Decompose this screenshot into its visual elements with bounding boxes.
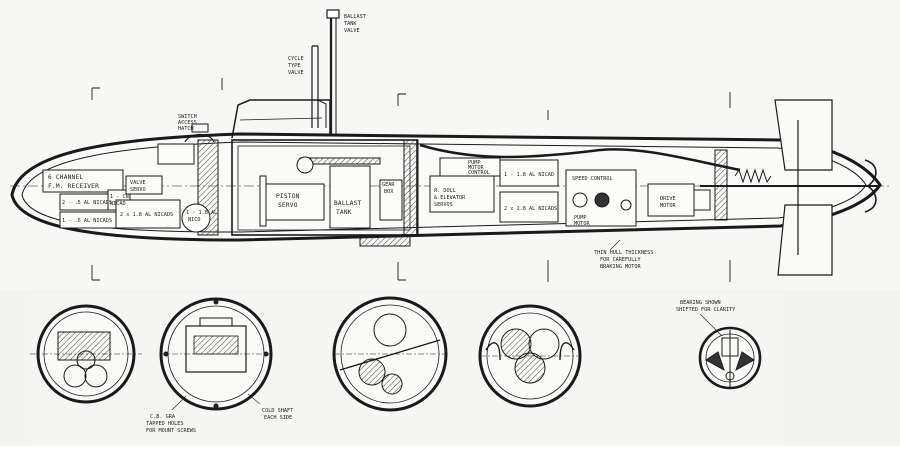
label-bearing-1: BEARING SHOWN xyxy=(680,300,721,306)
label-ballast-valve-2: TANK xyxy=(344,21,357,27)
label-pump-ctrl-1: PUMP xyxy=(468,160,481,166)
label-piston-servo-1: PISTON xyxy=(276,193,300,200)
label-switch-2: ACCESS xyxy=(178,120,197,126)
label-gear-box-1: GEAR xyxy=(382,182,395,188)
label-hatch-1: C.B. GRA xyxy=(150,414,176,420)
label-speed-control: SPEED CONTROL xyxy=(572,176,613,182)
label-batt-1x5: 1 - .5 AL NICADS xyxy=(62,218,112,224)
label-batt-1x18-b: 1 - 1.8 AL NICAD xyxy=(504,172,554,178)
label-ballast-valve-3: VALVE xyxy=(344,28,360,34)
label-hatch-3: FOR MOUNT SCREWS xyxy=(146,428,196,434)
battery-1x18-b xyxy=(499,159,559,187)
receiver-box xyxy=(42,169,124,193)
label-batt-1x18-a-2: NICD xyxy=(188,217,201,223)
label-gear-box-2: BOX xyxy=(384,189,394,195)
section-4 xyxy=(478,304,582,408)
section-3 xyxy=(332,296,448,412)
cross-sections xyxy=(30,296,762,412)
label-cycle-valve-1: CYCLE xyxy=(288,56,304,62)
label-cold-shaft-2: EACH SIDE xyxy=(264,415,292,421)
section-5 xyxy=(698,326,762,390)
label-receiver-2: F.M. RECEIVER xyxy=(48,183,99,190)
section-2 xyxy=(159,297,273,411)
label-cold-shaft-1: COLD SHAFT xyxy=(262,408,293,414)
section-1 xyxy=(30,304,142,404)
label-batt-2x18-b: 2 x 1.8 AL NICADS xyxy=(504,206,557,212)
label-batt-2x5: 2 - .5 AL NICADS xyxy=(62,200,112,206)
label-pump-ctrl-3: CONTROL xyxy=(468,170,490,176)
label-pump-motor-2: MOTOR xyxy=(574,221,590,227)
label-batt-1cn-2: NICAD xyxy=(110,201,126,207)
label-elev-2: & ELEVATOR xyxy=(434,195,466,201)
label-elev-1: R. DOLL xyxy=(434,188,456,194)
label-hull-note-1: THIN HULL THICKNESS xyxy=(594,250,653,256)
battery-1x18-a xyxy=(181,203,211,233)
label-ballast-valve-1: BALLAST xyxy=(344,14,366,20)
cycle-valve-linkage xyxy=(311,45,319,128)
label-switch-1: SWITCH xyxy=(178,114,197,120)
label-switch-3: HATCH xyxy=(178,126,194,132)
label-ballast-tank-2: TANK xyxy=(336,209,352,216)
upper-rudder xyxy=(774,99,833,171)
compartments xyxy=(197,139,728,247)
label-batt-2x18-a: 2 x 1.8 AL NICADS xyxy=(120,212,173,218)
valve-servo xyxy=(125,175,163,195)
label-valve-servo-2: SERVO xyxy=(130,187,146,193)
gear-box xyxy=(379,179,403,221)
components xyxy=(42,143,711,233)
piston-servo xyxy=(265,183,325,221)
label-hatch-2: TAPPED HOLES xyxy=(146,421,183,427)
battery-2x18-b xyxy=(499,191,559,223)
battery-2x18-a xyxy=(115,199,181,229)
label-drive-motor-1: DRIVE xyxy=(660,196,676,202)
mid-bulkhead xyxy=(403,139,419,236)
label-cycle-valve-2: TYPE xyxy=(288,63,301,69)
label-piston-servo-2: SERVO xyxy=(278,202,298,209)
label-hull-note-2: FOR CAREFULLY xyxy=(600,257,641,263)
label-valve-servo-1: VALVE xyxy=(130,180,146,186)
label-elev-3: SERVOS xyxy=(434,202,453,208)
upper-labels: BALLAST TANK VALVE CYCLE TYPE VALVE SWIT… xyxy=(48,14,676,270)
label-pump-motor-1: PUMP xyxy=(574,215,587,221)
main-cable xyxy=(419,143,741,172)
lower-rudder xyxy=(777,204,833,276)
label-drive-motor-2: MOTOR xyxy=(660,203,676,209)
label-batt-1cn-1: 1 - CN xyxy=(110,194,129,200)
lower-labels: C.B. GRA TAPPED HOLES FOR MOUNT SCREWS C… xyxy=(146,300,736,434)
fwd-gear xyxy=(157,143,195,165)
label-batt-1x18-a-1: 1 - 1.8 AL xyxy=(186,210,217,216)
section-markers xyxy=(91,78,731,282)
label-pump-ctrl-2: MOTOR xyxy=(468,165,484,171)
ballast-tank xyxy=(329,165,371,229)
label-receiver-1: 6 CHANNEL xyxy=(48,174,83,181)
label-ballast-tank-1: BALLAST xyxy=(334,200,362,207)
keel-weight xyxy=(359,235,411,247)
label-cycle-valve-3: VALVE xyxy=(288,70,304,76)
label-hull-note-3: BRAKING MOTOR xyxy=(600,264,641,270)
aft-bulkhead xyxy=(714,149,728,221)
label-bearing-2: SHIFTED FOR CLARITY xyxy=(676,307,736,313)
